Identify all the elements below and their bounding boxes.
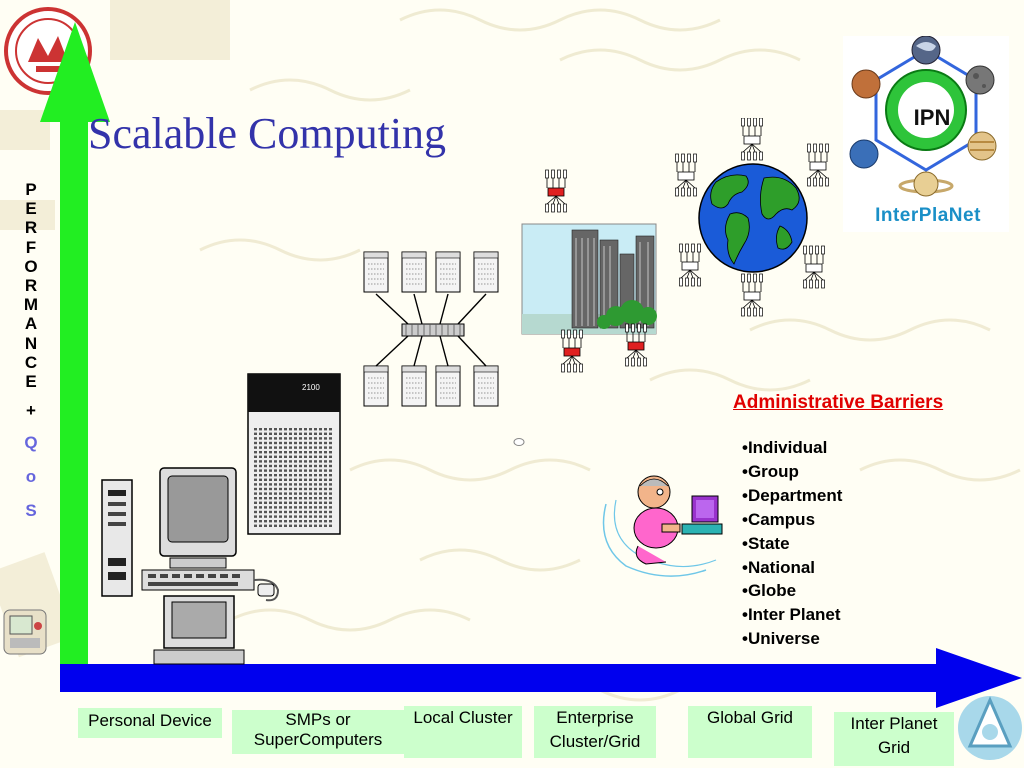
axis-letter: P xyxy=(25,180,37,199)
barrier-item: •State xyxy=(742,533,790,553)
ipn-logo-text: IPN xyxy=(913,105,951,130)
interplanet-logo-text: InterPlaNet xyxy=(875,205,981,226)
cluster-node-icon xyxy=(473,251,499,293)
network-hub-icon xyxy=(625,323,647,367)
slide-title: Scalable Computing xyxy=(88,109,447,158)
barrier-item: •Inter Planet xyxy=(742,605,841,625)
network-hub-icon xyxy=(741,273,763,317)
performance-arrow xyxy=(40,22,110,670)
grid-logo-icon xyxy=(958,696,1022,760)
barrier-item: •National xyxy=(742,557,816,577)
cluster-node-icon xyxy=(401,365,427,407)
barrier-item: •Universe xyxy=(742,629,820,649)
cluster-node-icon xyxy=(473,365,499,407)
barrier-item: •Department xyxy=(742,485,843,505)
axis-letter: M xyxy=(23,295,39,315)
category-enterprise-cluster-grid: Enterprise Cluster/Grid xyxy=(534,706,656,758)
axis-plus: + xyxy=(26,401,36,421)
network-hub-icon xyxy=(561,329,583,373)
axis-letter: N xyxy=(24,333,38,353)
bullet-mark xyxy=(513,438,525,446)
performance-qos-label: P E R F O R M A N C E + Q o S xyxy=(18,180,44,528)
tower-server-icon xyxy=(101,479,133,597)
axis-qos-letter: Q xyxy=(24,433,38,453)
person-at-computer-icon xyxy=(602,475,723,577)
cluster-node-icon xyxy=(435,365,461,407)
personal-computer-icon xyxy=(141,467,280,665)
category-inter-planet-grid: Inter Planet Grid xyxy=(834,712,954,766)
cluster-node-icon xyxy=(363,365,389,407)
axis-qos-letter: o xyxy=(25,467,37,487)
cluster-node-icon xyxy=(363,251,389,293)
axis-letter: E xyxy=(25,372,37,392)
scale-arrow xyxy=(60,648,1022,708)
supercomputer-icon: 2100 xyxy=(247,373,341,535)
category-personal-device: Personal Device xyxy=(78,708,222,738)
handheld-device-icon xyxy=(3,609,47,655)
network-hub-icon xyxy=(807,143,829,187)
cluster-node-icon xyxy=(435,251,461,293)
globe-network-icon xyxy=(675,118,829,317)
axis-qos-letter: S xyxy=(25,501,37,521)
barrier-item: •Globe xyxy=(742,581,797,601)
axis-letter: R xyxy=(24,276,38,296)
axis-letter: A xyxy=(24,314,38,334)
network-hub-icon xyxy=(803,245,825,289)
barrier-item: •Campus xyxy=(742,509,816,529)
barriers-list: •Individual •Group •Department •Campus •… xyxy=(742,436,842,651)
category-local-cluster: Local Cluster xyxy=(404,706,522,758)
cluster-node-icon xyxy=(401,251,427,293)
network-hub-icon xyxy=(545,169,567,213)
category-smps-supercomputers: SMPs or SuperComputers xyxy=(232,710,404,754)
axis-letter: F xyxy=(25,237,37,257)
enterprise-building-icon xyxy=(521,169,657,373)
network-hub-icon xyxy=(679,243,701,287)
barriers-title: Administrative Barriers xyxy=(733,392,944,413)
server-model-label: 2100 xyxy=(302,383,320,392)
network-hub-icon xyxy=(741,118,763,161)
barrier-item: •Individual xyxy=(742,438,828,457)
network-hub-icon xyxy=(675,153,697,197)
axis-letter: R xyxy=(24,218,38,238)
barrier-item: •Group xyxy=(742,461,799,481)
axis-letter: E xyxy=(25,199,37,219)
axis-letter: C xyxy=(24,352,38,372)
planet-network-icon xyxy=(849,36,997,197)
axis-letter: O xyxy=(24,256,38,276)
cluster-switch-icon xyxy=(363,251,499,407)
category-global-grid: Global Grid xyxy=(688,706,812,758)
